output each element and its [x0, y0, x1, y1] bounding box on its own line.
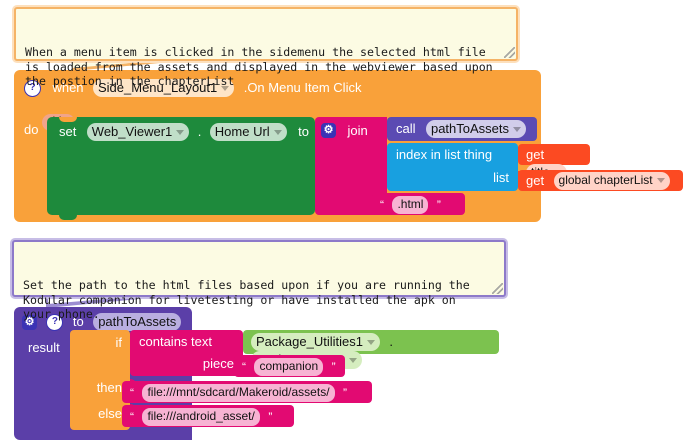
set-component-name: Web_Viewer1 [91, 124, 173, 139]
event-top-notch [54, 70, 78, 76]
comment-2-text: Set the path to the html files based upo… [23, 278, 470, 322]
open-quote: “ [242, 360, 246, 375]
gear-icon[interactable]: ⚙ [22, 314, 37, 330]
contains-text-label: contains text [139, 334, 212, 349]
procedure-header-row: ⚙ ? to pathToAssets [22, 313, 182, 331]
comment-1-text: When a menu item is clicked in the sidem… [25, 45, 493, 89]
to-label: to [72, 314, 84, 330]
component-dropdown[interactable]: Package_Utilities1 [251, 333, 380, 351]
get-global-variable-dropdown[interactable]: global chapterList [553, 172, 670, 190]
close-quote: ” [331, 360, 336, 375]
chevron-down-icon[interactable] [513, 127, 522, 133]
set-property-name: Home Url [214, 124, 270, 139]
do-label: do [24, 122, 39, 137]
chevron-down-icon[interactable] [656, 178, 665, 184]
set-web-viewer-home-url-block[interactable]: set Web_Viewer1 . Home Url to [47, 117, 323, 220]
call-path-to-assets-block[interactable]: call pathToAssets [387, 117, 537, 141]
text-string-companion-block[interactable]: “ companion ” [234, 355, 345, 377]
then-string-value[interactable]: file:///mnt/sdcard/Makeroid/assets/ [142, 384, 335, 402]
comment-box-2[interactable]: Set the path to the html files based upo… [12, 240, 506, 321]
dot-separator: . [389, 334, 394, 350]
index-in-list-thing-label: index in list thing [396, 147, 493, 162]
get-global-row: get global chapterList [526, 172, 670, 190]
open-quote: “ [380, 198, 384, 213]
comment-1-tail-fill [72, 61, 154, 68]
comment-2-tail-fill [48, 296, 140, 304]
join-label: join [347, 123, 368, 138]
close-quote: ” [268, 410, 273, 425]
chevron-down-icon[interactable] [221, 86, 230, 92]
get-title-block[interactable]: get title [518, 144, 590, 182]
chevron-down-icon[interactable] [176, 130, 185, 136]
contains-piece-label: piece [202, 356, 234, 371]
set-block-bottom-bump [59, 214, 77, 220]
get-global-chapterlist-block[interactable]: get global chapterList [518, 170, 683, 191]
procedure-name-field[interactable]: pathToAssets [93, 313, 182, 331]
set-label: set [59, 124, 77, 140]
call-procedure-name: pathToAssets [430, 121, 510, 136]
call-procedure-dropdown[interactable]: pathToAssets [425, 120, 527, 138]
result-label: result [28, 340, 60, 355]
companion-string-value[interactable]: companion [254, 358, 324, 376]
comment-2-resize-handle[interactable] [492, 283, 503, 294]
chevron-down-icon[interactable] [273, 130, 282, 136]
package-utilities-package-name-getter[interactable]: Package_Utilities1 . Package Name [243, 330, 499, 370]
comment-box-1[interactable]: When a menu item is clicked in the sidem… [14, 7, 518, 88]
open-quote: “ [130, 386, 134, 401]
set-property-dropdown[interactable]: Home Url [209, 123, 287, 141]
else-label: else [98, 406, 122, 421]
text-string-then-path-block[interactable]: “ file:///mnt/sdcard/Makeroid/assets/ ” [122, 381, 372, 403]
chevron-down-icon[interactable] [348, 358, 357, 364]
help-icon[interactable]: ? [24, 79, 41, 97]
close-quote: ” [436, 198, 441, 213]
html-string-row: “ .html ” [380, 196, 441, 214]
index-in-list-list-label: list [493, 170, 509, 185]
companion-string-row: “ companion ” [242, 358, 336, 376]
contains-text-block[interactable]: contains text piece [130, 330, 250, 376]
event-name-label: .On Menu Item Click [243, 80, 362, 96]
dot-separator: . [197, 124, 202, 140]
when-label: when [52, 80, 84, 96]
close-quote: ” [342, 386, 347, 401]
set-block-top-notch [59, 117, 77, 122]
event-component-name: Side_Menu_Layout1 [97, 80, 218, 95]
else-string-row: “ file:///android_asset/ ” [130, 408, 272, 426]
get-label: get [526, 147, 545, 162]
call-label: call [396, 121, 416, 137]
call-row: call pathToAssets [396, 120, 527, 138]
html-string-value[interactable]: .html [392, 196, 429, 214]
else-string-value[interactable]: file:///android_asset/ [142, 408, 260, 426]
gear-icon[interactable]: ⚙ [321, 123, 336, 139]
get-global-variable: global chapterList [558, 173, 653, 187]
chevron-down-icon[interactable] [366, 340, 375, 346]
comment-1-resize-handle[interactable] [504, 47, 515, 58]
open-quote: “ [130, 410, 134, 425]
set-component-dropdown[interactable]: Web_Viewer1 [86, 123, 190, 141]
event-component-dropdown[interactable]: Side_Menu_Layout1 [92, 79, 235, 97]
event-header-row: ? when Side_Menu_Layout1 .On Menu Item C… [24, 79, 361, 97]
text-string-html-block[interactable]: “ .html ” [372, 193, 465, 215]
join-row: ⚙ join [321, 122, 368, 140]
get-label: get [526, 173, 545, 189]
text-string-else-path-block[interactable]: “ file:///android_asset/ ” [122, 405, 294, 427]
then-label: then [96, 380, 122, 395]
procedure-name: pathToAssets [98, 314, 177, 329]
if-then-else-block[interactable]: if then else [70, 330, 137, 430]
then-string-row: “ file:///mnt/sdcard/Makeroid/assets/ ” [130, 384, 347, 402]
set-block-row: set Web_Viewer1 . Home Url to [59, 123, 309, 141]
component-name: Package_Utilities1 [256, 334, 363, 349]
if-label: if [115, 335, 123, 350]
index-in-list-block[interactable]: index in list thing list [387, 143, 525, 191]
to-label: to [298, 124, 309, 140]
